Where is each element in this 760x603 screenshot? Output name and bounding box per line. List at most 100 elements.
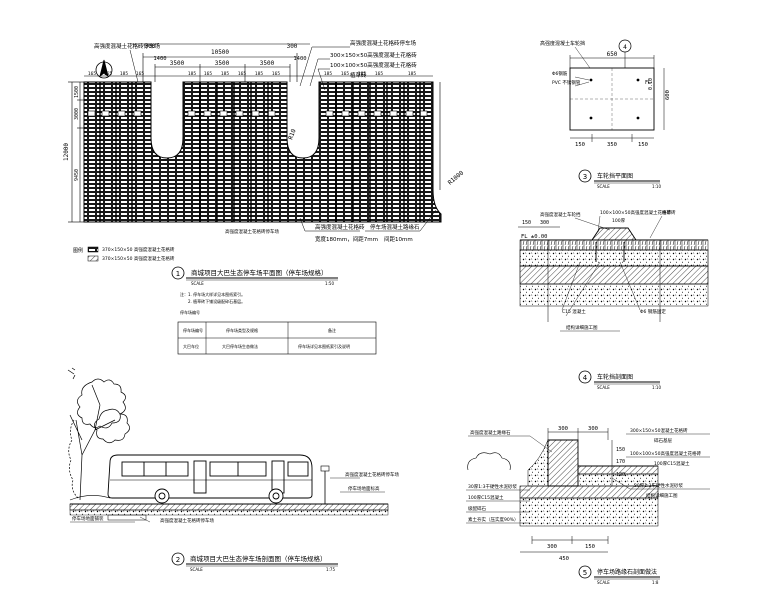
dim-small: 185 xyxy=(408,71,416,77)
legend-item: 370×150×50 高强度混凝土花格砖 xyxy=(102,255,175,262)
drawing-number: 2 xyxy=(176,556,180,564)
dim-top: 650 xyxy=(607,51,618,58)
dim-bottom-label: 宽度180mm，间距7mm xyxy=(315,235,378,243)
dim-total-height: 12000 xyxy=(63,143,70,161)
dim-margin-right: 1400 xyxy=(293,56,306,62)
drawing-title: 停车场路缘石剖面做法 xyxy=(597,568,657,576)
scale-label: SCALE xyxy=(597,184,610,189)
drawing-number-mark xyxy=(578,370,592,384)
dim-radius-small: R10 xyxy=(287,128,297,141)
section-drawing: 高强度混凝土花格砖停车场 停车场地面标高 停车场地面铺装 高强度混凝土花格砖停车… xyxy=(67,367,399,572)
drawing-number: 3 xyxy=(583,173,587,181)
dim-small: 165 xyxy=(104,71,112,77)
annotation: 素土夯实（压实度90%） xyxy=(468,516,519,523)
scale-label: SCALE xyxy=(597,385,610,390)
dim-small: 165 xyxy=(88,71,96,77)
annotation: Φ6 钢筋固定 xyxy=(640,308,666,315)
dim-small: 185 xyxy=(188,71,196,77)
bus-icon xyxy=(107,454,313,504)
annotation: 高强度混凝土花格砖停车场 xyxy=(345,471,399,478)
table-cell: 大巴停车场生态做法 xyxy=(222,343,258,349)
table-cell: 停车场详见本图纸索引及说明 xyxy=(298,343,350,349)
annotation: 300×150×50高强度混凝土花格砖 xyxy=(330,51,417,59)
annotation: 100×100×50高强度混凝土花格砖 xyxy=(630,450,701,457)
scale-value: 1:10 xyxy=(652,184,661,189)
drawing-title: 商城项目大巴生态停车场剖面图（停车场规格） xyxy=(190,554,327,563)
annotation: 高强度混凝土花格砖 xyxy=(315,223,365,231)
dim-bottom: 150 xyxy=(585,544,595,550)
dim-total-width: 10500 xyxy=(211,49,229,56)
scale-label: SCALE xyxy=(191,281,204,286)
dim-side: 150 xyxy=(616,447,625,453)
drawing-number-mark xyxy=(171,552,185,566)
annotation: 100厚 xyxy=(612,218,626,224)
annotation: 100×100×50高强度混凝土花格砖 xyxy=(600,209,671,216)
annotation: PVC 不锈钢管 xyxy=(552,79,581,86)
tree-icon xyxy=(67,367,130,501)
drawing-number: 1 xyxy=(176,270,180,278)
dim-bottom-total: 450 xyxy=(559,556,569,562)
north-arrow-icon xyxy=(95,59,113,79)
table-header-cell: 备注 xyxy=(328,327,336,333)
dim-small: 185 xyxy=(255,71,263,77)
dim-left-sub: 9450 xyxy=(74,169,80,181)
dim-small: 185 xyxy=(221,71,229,77)
annotation: 100厚C15混凝土 xyxy=(654,460,690,467)
dim-bottom: 150 xyxy=(638,142,648,148)
annotation: 停车场地面铺装 xyxy=(72,515,104,522)
dim-small: 165 xyxy=(272,71,280,77)
dim-small: 185 xyxy=(120,71,128,77)
annotation: 高强度混凝土花格砖停车场 xyxy=(94,42,161,50)
dim-span-3: 3500 xyxy=(260,60,275,67)
scale-label: SCALE xyxy=(190,567,203,572)
dim-top: 300 xyxy=(588,426,598,432)
dim-fl: FL ±0.00 xyxy=(521,234,548,240)
legend-title: 图例 xyxy=(73,247,83,254)
wheel-stop-section: FL ±0.00 150 300 高强度混凝土车轮挡 100×100×50高强度… xyxy=(518,209,709,390)
legend-swatch xyxy=(87,255,99,262)
annotation: 300×150×50混凝土花格砖 xyxy=(630,427,688,434)
dim-small: 165 xyxy=(341,71,349,77)
note: 注：1. 停车场大样详见本图纸索引。 xyxy=(180,291,245,297)
annotation: 30厚1:3干硬性水泥砂浆 xyxy=(468,483,517,490)
scale-value: 1:75 xyxy=(326,567,335,572)
table-header-cell: 停车场类型及规格 xyxy=(226,327,258,333)
dim-span-1: 3500 xyxy=(170,60,185,67)
wheel-stop-plan: 4 650 150 350 150 600 0.10 FL 高强度混凝土车轮挡 … xyxy=(540,39,671,189)
dim-left-sub: 1500 xyxy=(74,86,80,98)
annotation: 高强度混凝土花格砖停车场 xyxy=(350,39,417,47)
annotation: 植草砖 xyxy=(350,71,367,79)
dim-side: 0.10 xyxy=(648,78,654,90)
note: 2. 植草砖下铺设级配碎石基层。 xyxy=(188,298,245,304)
drawing-number-mark xyxy=(171,266,185,280)
drawing-title: 车轮挡平面图 xyxy=(597,172,633,180)
scale-value: 1:10 xyxy=(652,385,661,390)
annotation: 结构详细施工图 xyxy=(566,324,598,331)
scale-value: 1:8 xyxy=(652,580,659,585)
dim-bottom: 350 xyxy=(607,142,617,148)
drawing-number: 4 xyxy=(583,374,588,382)
dim-top: 150 xyxy=(522,220,531,226)
dim-bottom: 300 xyxy=(547,544,557,550)
table-cell: 大巴车位 xyxy=(183,343,199,349)
annotation: 100×100×50高强度混凝土花格砖 xyxy=(330,61,417,69)
curb-section: 300 300 300 150 450 150 170 120 高强度混凝土路缘… xyxy=(466,426,710,585)
dim-small: 185 xyxy=(358,71,366,77)
dim-side: 120 xyxy=(616,472,625,478)
dim-small: 165 xyxy=(136,71,144,77)
annotation: C15 混凝土 xyxy=(562,308,586,315)
annotation: 高强度混凝土车轮挡 xyxy=(540,40,585,47)
drawing-number-mark xyxy=(578,169,592,183)
table-caption: 停车场编号 xyxy=(180,309,200,315)
wheel-stop-block xyxy=(555,227,637,241)
dim-side: 600 xyxy=(665,90,671,100)
annotation: 高强度混凝土路缘石 xyxy=(470,429,511,436)
annotation: 高强度混凝土花格砖停车场 xyxy=(225,228,279,235)
annotation: 30厚1:3干硬性水泥砂浆 xyxy=(634,482,683,489)
table-header-cell: 停车场编号 xyxy=(183,327,203,333)
annotation: 停车场地面标高 xyxy=(348,485,380,492)
dim-top: 300 xyxy=(558,426,568,432)
dim-radius-large: R1000 xyxy=(447,169,466,186)
dim-side: 170 xyxy=(616,459,625,465)
